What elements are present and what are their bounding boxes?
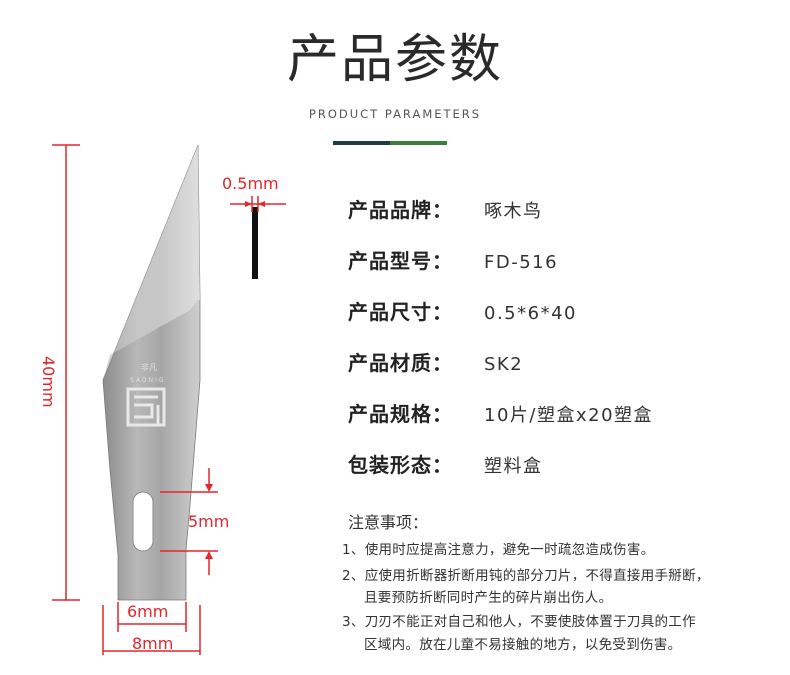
notes-title: 注意事项：	[348, 513, 429, 532]
body-dimension-lines	[102, 605, 201, 655]
notes-section: 注意事项： 1、使用时应提高注意力，避免一时疏忽造成伤害。 2、应使用折断器折断…	[342, 509, 709, 653]
note-line: 区域内。放在儿童不易接触的地方，以免受到伤害。	[364, 637, 682, 653]
neck-dimension-lines	[117, 602, 187, 632]
param-label: 产品材质：	[348, 351, 453, 375]
param-row-spec: 产品规格： 10片/塑盒x20塑盒	[348, 399, 653, 429]
blade-logo-icon	[126, 387, 166, 427]
param-label: 产品型号：	[348, 249, 453, 273]
param-value: 10片/塑盒x20塑盒	[484, 405, 654, 426]
param-row-model: 产品型号： FD-516	[348, 246, 558, 276]
param-value: 啄木鸟	[484, 201, 543, 222]
param-value: 0.5*6*40	[484, 303, 577, 324]
accent-bar-dark	[333, 141, 390, 145]
thickness-dimension	[230, 196, 286, 279]
param-value: SK2	[484, 354, 524, 375]
blade-slot	[132, 491, 154, 552]
param-label: 产品规格：	[348, 402, 453, 426]
param-row-size: 产品尺寸： 0.5*6*40	[348, 297, 577, 327]
blade-logo-brand: SAONIG	[130, 377, 166, 384]
length-label: 40mm	[39, 356, 58, 408]
param-value: FD-516	[484, 252, 559, 273]
param-label: 包装形态：	[348, 453, 453, 477]
slot-label: 5mm	[188, 512, 230, 531]
note-line: 3、刀刃不能正对自己和他人，不要使肢体置于刀具的工作	[342, 614, 696, 630]
neck-width-label: 6mm	[127, 602, 169, 621]
length-dimension-lines	[52, 144, 80, 601]
blade-logo-chinese: 非凡	[141, 362, 157, 372]
param-label: 产品尺寸：	[348, 300, 453, 324]
body-width-label: 8mm	[132, 634, 174, 653]
param-label: 产品品牌：	[348, 198, 453, 222]
thickness-label: 0.5mm	[222, 174, 279, 193]
page-title: 产品参数	[286, 30, 503, 90]
note-line: 2、应使用折断器折断用钝的部分刀片，不得直接用手掰断，	[342, 568, 710, 584]
param-row-packaging: 包装形态： 塑料盒	[348, 450, 543, 480]
slot-dimension-lines	[160, 468, 218, 575]
param-row-material: 产品材质： SK2	[348, 348, 523, 378]
param-value: 塑料盒	[484, 456, 543, 477]
param-row-brand: 产品品牌： 啄木鸟	[348, 195, 543, 225]
note-line: 且要预防折断同时产生的碎片崩出伤人。	[364, 590, 613, 606]
blade-bevel	[103, 145, 200, 380]
page-subtitle: PRODUCT PARAMETERS	[308, 107, 482, 121]
note-line: 1、使用时应提高注意力，避免一时疏忽造成伤害。	[342, 542, 655, 558]
accent-bar-green	[390, 141, 447, 145]
